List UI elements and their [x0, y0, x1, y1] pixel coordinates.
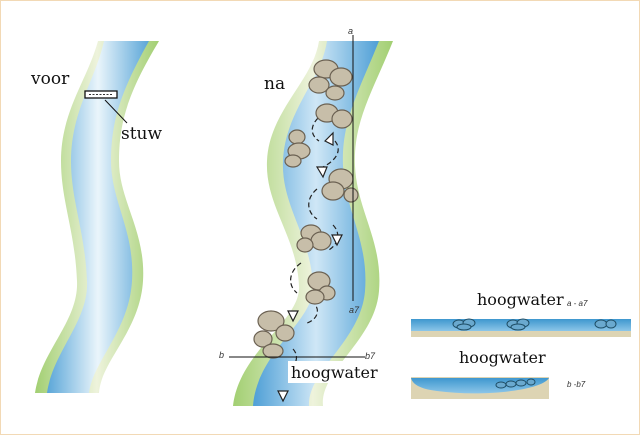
cross-section-aa: [411, 319, 631, 337]
label-stuw: stuw: [121, 124, 163, 144]
label-a: a: [348, 26, 353, 36]
label-na: na: [264, 74, 285, 94]
label-hoogwater-bb: hoogwater: [459, 348, 546, 367]
label-hoogwater-river: hoogwater: [291, 363, 378, 382]
label-section-aa: a - a7: [567, 299, 588, 308]
label-b: b: [219, 350, 224, 360]
label-section-bb: b -b7: [567, 380, 586, 389]
label-hoogwater-aa: hoogwater: [477, 290, 564, 309]
label-b7: b7: [365, 351, 376, 361]
cross-section-bb: [411, 377, 549, 399]
label-a7: a7: [349, 305, 360, 315]
label-voor: voor: [30, 69, 70, 89]
